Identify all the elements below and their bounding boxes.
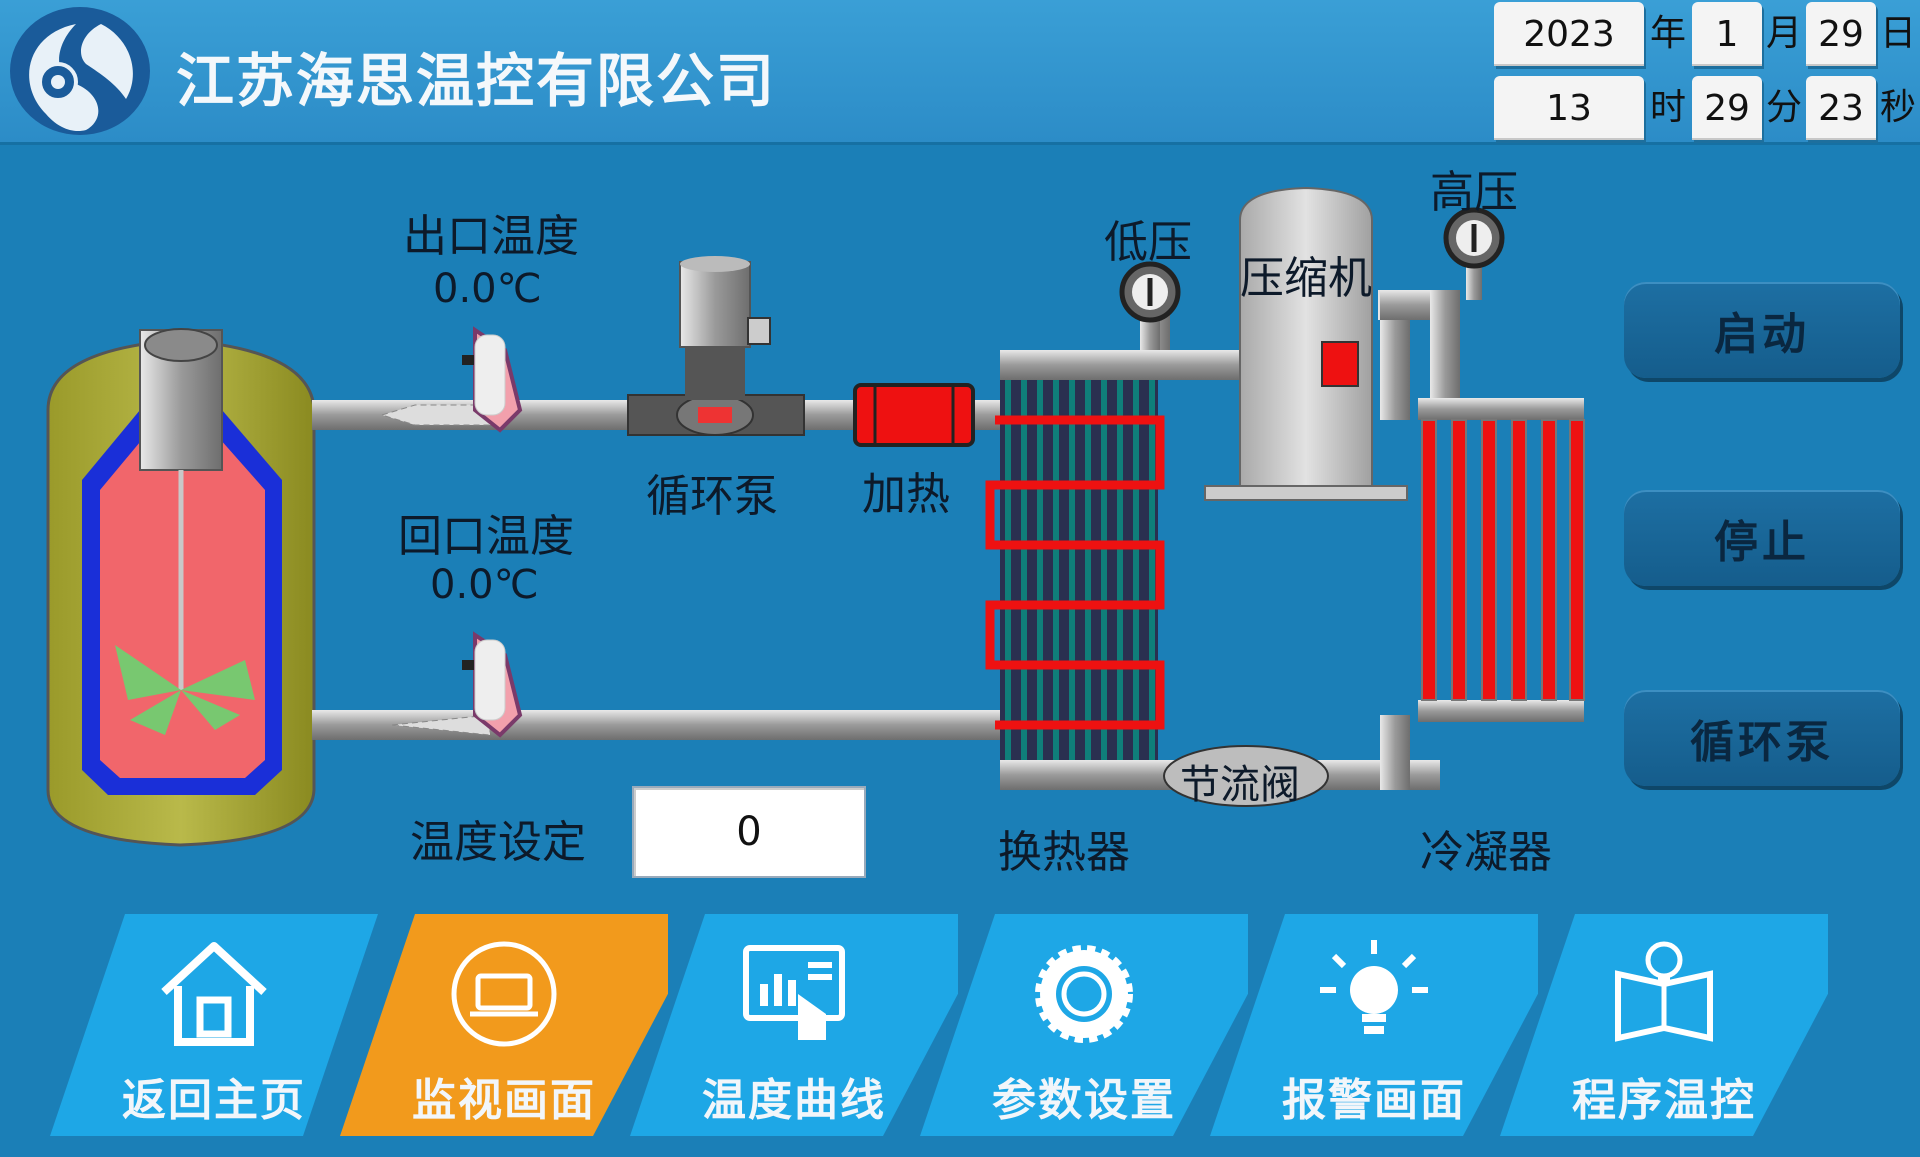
chart-icon [743,945,845,1040]
heater-label: 加热 [862,469,950,520]
nav-tab-label: 程序温控 [1572,1075,1756,1126]
date-month-unit: 月 [1766,13,1803,54]
heat-exchanger [985,380,1165,760]
exchanger-label: 换热器 [998,827,1130,878]
low-pressure-gauge-icon [1119,261,1181,350]
nav-tab-label: 监视画面 [412,1075,596,1126]
nav-tab-settings[interactable]: 参数设置 [920,914,1248,1136]
outlet-temp-label: 出口温度 [403,211,579,262]
date-year: 2023 [1494,2,1644,66]
nav-tab-home[interactable]: 返回主页 [50,914,378,1136]
nav-tab-label: 报警画面 [1282,1075,1466,1126]
setpoint-label: 温度设定 [410,817,586,868]
condenser-label: 冷凝器 [1420,827,1552,878]
return-temp-label: 回口温度 [398,511,574,562]
condenser [1418,398,1585,722]
throttle-label: 节流阀 [1180,762,1300,808]
time-minute: 29 [1692,76,1762,140]
time-minute-unit: 分 [1766,87,1803,128]
compressor-label: 压缩机 [1240,253,1372,304]
process-diagram [46,186,1585,847]
return-temp-sensor [462,631,523,738]
gear-icon [1035,945,1133,1043]
pump-label: 循环泵 [646,471,778,522]
nav-tab-label: 温度曲线 [702,1075,886,1126]
high-pressure-gauge-icon [1443,207,1505,269]
nav-tab-monitor[interactable]: 监视画面 [340,914,668,1136]
pump-toggle-button[interactable]: 循环泵 [1624,690,1900,786]
setpoint-input[interactable]: 0 [632,786,866,878]
book-icon [1615,941,1713,1042]
time-second: 23 [1806,76,1876,140]
compressor [1204,186,1408,501]
heater [853,383,975,447]
date-day: 29 [1806,2,1876,66]
company-logo-icon [10,7,150,135]
stop-button[interactable]: 停止 [1624,490,1900,586]
low-pressure-label: 低压 [1104,217,1192,268]
home-icon [161,942,267,1046]
time-second-unit: 秒 [1880,87,1917,128]
nav-tab-label: 参数设置 [992,1075,1176,1126]
header-bar: 江苏海思温控有限公司 2023 年 1 月 29 日 13 时 29 分 23 … [0,0,1920,145]
nav-tab-alarm[interactable]: 报警画面 [1210,914,1538,1136]
nav-tab-temp-curve[interactable]: 温度曲线 [630,914,958,1136]
monitor-icon [451,941,557,1047]
date-month: 1 [1692,2,1762,66]
bottom-nav: 返回主页 监视画面 温度曲线 参数设置 [0,914,1920,1157]
company-name: 江苏海思温控有限公司 [176,47,777,115]
date-day-unit: 日 [1880,13,1917,54]
return-temp-value: 0.0℃ [430,562,539,608]
nav-tab-program[interactable]: 程序温控 [1500,914,1828,1136]
outlet-temp-sensor [462,326,523,433]
date-year-unit: 年 [1650,13,1687,54]
reactor-tank [46,328,316,847]
high-pressure-label: 高压 [1430,167,1518,218]
start-button[interactable]: 启动 [1624,282,1900,378]
time-hour: 13 [1494,76,1644,140]
bulb-icon [1320,940,1428,1034]
outlet-temp-value: 0.0℃ [433,266,542,312]
throttle-valve [1163,745,1329,807]
nav-tab-label: 返回主页 [122,1075,306,1126]
circulation-pump [627,256,805,436]
time-hour-unit: 时 [1650,87,1687,128]
